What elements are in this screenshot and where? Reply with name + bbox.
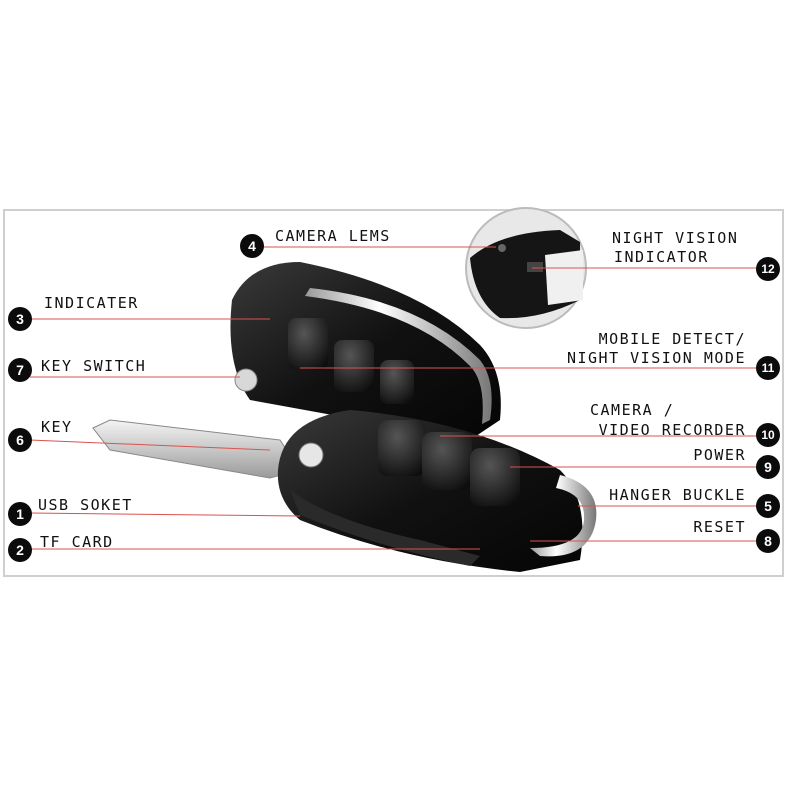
callout-9-label: POWER [693,446,746,464]
callout-12-badge: 12 [756,257,780,281]
callout-4-badge: 4 [240,234,264,258]
key-fob-back [230,262,501,440]
key-blade [92,419,301,479]
callout-11-label-line2: NIGHT VISION MODE [566,349,746,367]
callout-10-label-line2: VIDEO RECORDER [598,421,746,439]
leader-lines [29,246,756,550]
callout-1-label: USB SOKET [38,496,133,514]
callout-2-label: TF CARD [40,533,114,551]
callout-12-label-line1: NIGHT VISION [612,229,739,247]
callout-8-badge: 8 [756,529,780,553]
callout-2-badge: 2 [8,538,32,562]
callout-12-label-line2: INDICATOR [614,248,709,266]
callout-11-label-line1: MOBILE DETECT/ [598,330,746,348]
key-fob-front [277,410,597,572]
callout-5-label: HANGER BUCKLE [609,486,746,504]
callout-10-badge: 10 [756,423,780,447]
callout-1-badge: 1 [8,502,32,526]
callout-5-badge: 5 [756,494,780,518]
callout-7-badge: 7 [8,358,32,382]
callout-6-label: KEY [41,418,73,436]
callout-4-label: CAMERA LEMS [275,227,391,245]
callout-9-badge: 9 [756,455,780,479]
callout-3-badge: 3 [8,307,32,331]
callout-7-label: KEY SWITCH [41,357,147,375]
callout-10-label-line1: CAMERA / [590,401,675,419]
callout-6-badge: 6 [8,428,32,452]
callout-11-badge: 11 [756,356,780,380]
callout-3-label: INDICATER [44,294,139,312]
night-vision-closeup [465,207,587,329]
callout-8-label: RESET [693,518,746,536]
